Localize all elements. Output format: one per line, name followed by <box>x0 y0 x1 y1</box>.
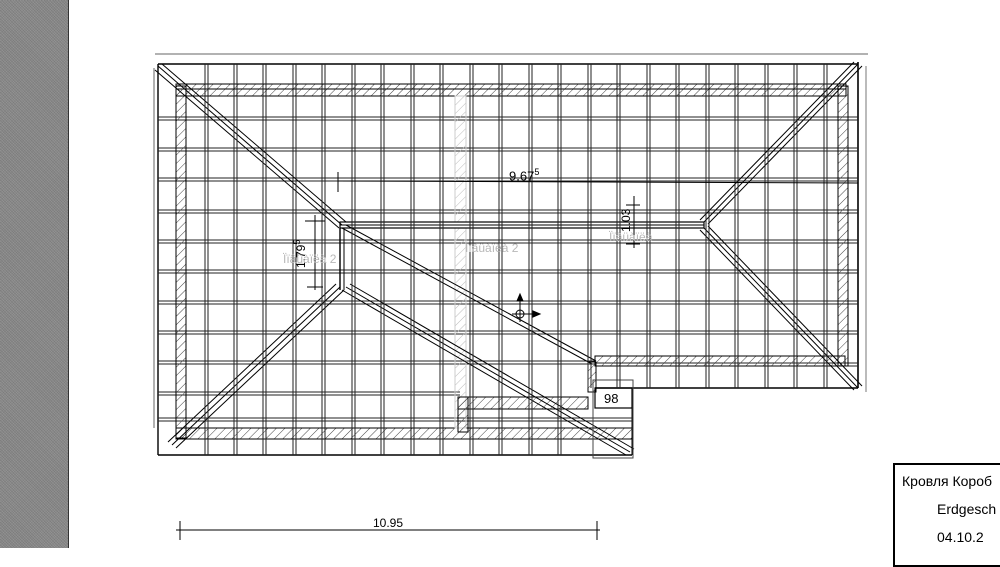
box-value-label: 98 <box>604 391 619 406</box>
dimension-top-length: 9.675 <box>509 167 540 184</box>
left-margin-panel <box>0 0 69 548</box>
dimension-bottom-length: 10.95 <box>373 516 404 530</box>
title-block-line3: 04.10.2 <box>937 529 984 545</box>
layer-label-right: Ïïâüàïëà <box>609 230 653 244</box>
title-block: Кровля Короб Erdgesch 04.10.2 <box>893 463 1000 567</box>
title-block-line1: Кровля Короб <box>902 473 993 489</box>
title-block-line2: Erdgesch <box>937 501 997 517</box>
roof-plan-drawing[interactable] <box>0 0 1000 548</box>
layer-label-center: Ïïâüàïëà 2 <box>465 241 519 255</box>
layer-label-left: Ïïâüàïëà 2 <box>283 252 337 266</box>
move-cursor-icon <box>512 292 542 322</box>
dimension-right-short: 1.03 <box>619 208 633 232</box>
